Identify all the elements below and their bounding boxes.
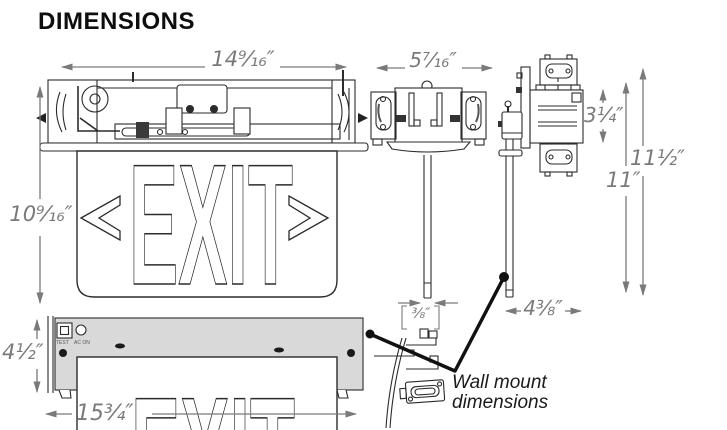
dim-side-width: 5⁷⁄₁₆″	[409, 48, 457, 72]
exit-panel-bottom	[76, 356, 338, 430]
wall-mount-callout-line2: dimensions	[452, 392, 549, 413]
dim-canopy-depth: 4⅜″	[523, 296, 563, 320]
ac-on-label: AC ON	[74, 340, 90, 346]
dim-front-width: 14⁹⁄₁₆″	[211, 47, 275, 71]
bottom-view-drawing: EXIT	[47, 316, 364, 430]
page-title: DIMENSIONS	[38, 8, 196, 35]
wall-bracket-details	[374, 328, 446, 429]
test-button[interactable]	[56, 322, 73, 339]
dim-housing-width: 15¾″	[76, 401, 134, 426]
side-view-drawing	[370, 80, 487, 330]
pulley-icon	[81, 85, 109, 113]
exit-sign-text-bottom: EXIT	[131, 362, 295, 430]
ac-on-indicator	[75, 324, 87, 336]
dim-panel-thickness: ⅜″	[411, 306, 431, 322]
screw-icon	[347, 349, 355, 357]
dim-front-height: 10⁹⁄₁₆″	[9, 202, 73, 226]
release-arrow-icon	[36, 113, 46, 123]
exit-sign-text: EXIT	[129, 129, 293, 321]
exit-sign-panel	[76, 150, 338, 298]
dim-body-height: 11″	[606, 168, 641, 192]
wall-mount-callout: Wall mount dimensions	[452, 373, 548, 413]
leader-dot	[499, 272, 509, 282]
leader-dot	[365, 329, 375, 339]
screw-icon	[59, 349, 67, 357]
callout-leader	[365, 272, 509, 373]
dim-housing-height: 4½″	[2, 340, 44, 364]
test-button-label: TEST	[56, 340, 69, 346]
dim-bracket-height: 3¼″	[584, 103, 624, 127]
wall-mount-callout-line1: Wall mount	[452, 372, 547, 393]
dim-overall-height: 11½″	[630, 146, 685, 170]
release-arrow-icon	[358, 113, 368, 123]
right-chevron-icon	[288, 194, 330, 242]
left-chevron-icon	[79, 194, 121, 242]
dimension-lines	[33, 63, 647, 418]
wall-mount-view-drawing	[498, 54, 584, 298]
front-view-drawing: EXIT	[36, 70, 369, 322]
